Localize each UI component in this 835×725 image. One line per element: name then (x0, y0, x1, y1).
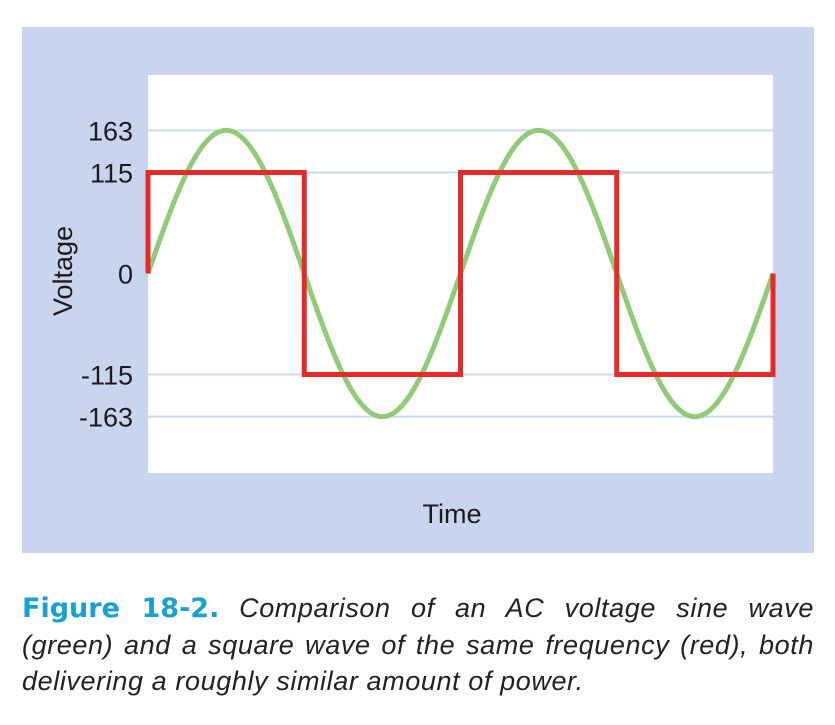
x-axis-label: Time (423, 499, 482, 529)
series-lines (145, 127, 776, 420)
voltage-chart: 163 115 0 -115 -163 Time Voltage (48, 75, 776, 529)
y-tick-label: 163 (88, 116, 133, 146)
square-wave-line (145, 170, 776, 377)
y-axis-label: Voltage (48, 226, 78, 316)
figure-caption-label: Figure 18-2. (22, 593, 220, 624)
y-tick-label: -163 (79, 403, 133, 433)
figure-caption-text: Comparison of an AC voltage sine wave (g… (22, 593, 814, 696)
y-tick-labels: 163 115 0 -115 -163 (79, 116, 133, 432)
y-tick-label: 115 (90, 159, 133, 189)
y-tick-label: -115 (81, 361, 133, 391)
y-tick-label: 0 (118, 260, 133, 290)
figure-caption: Figure 18-2. Comparison of an AC voltage… (22, 590, 814, 699)
